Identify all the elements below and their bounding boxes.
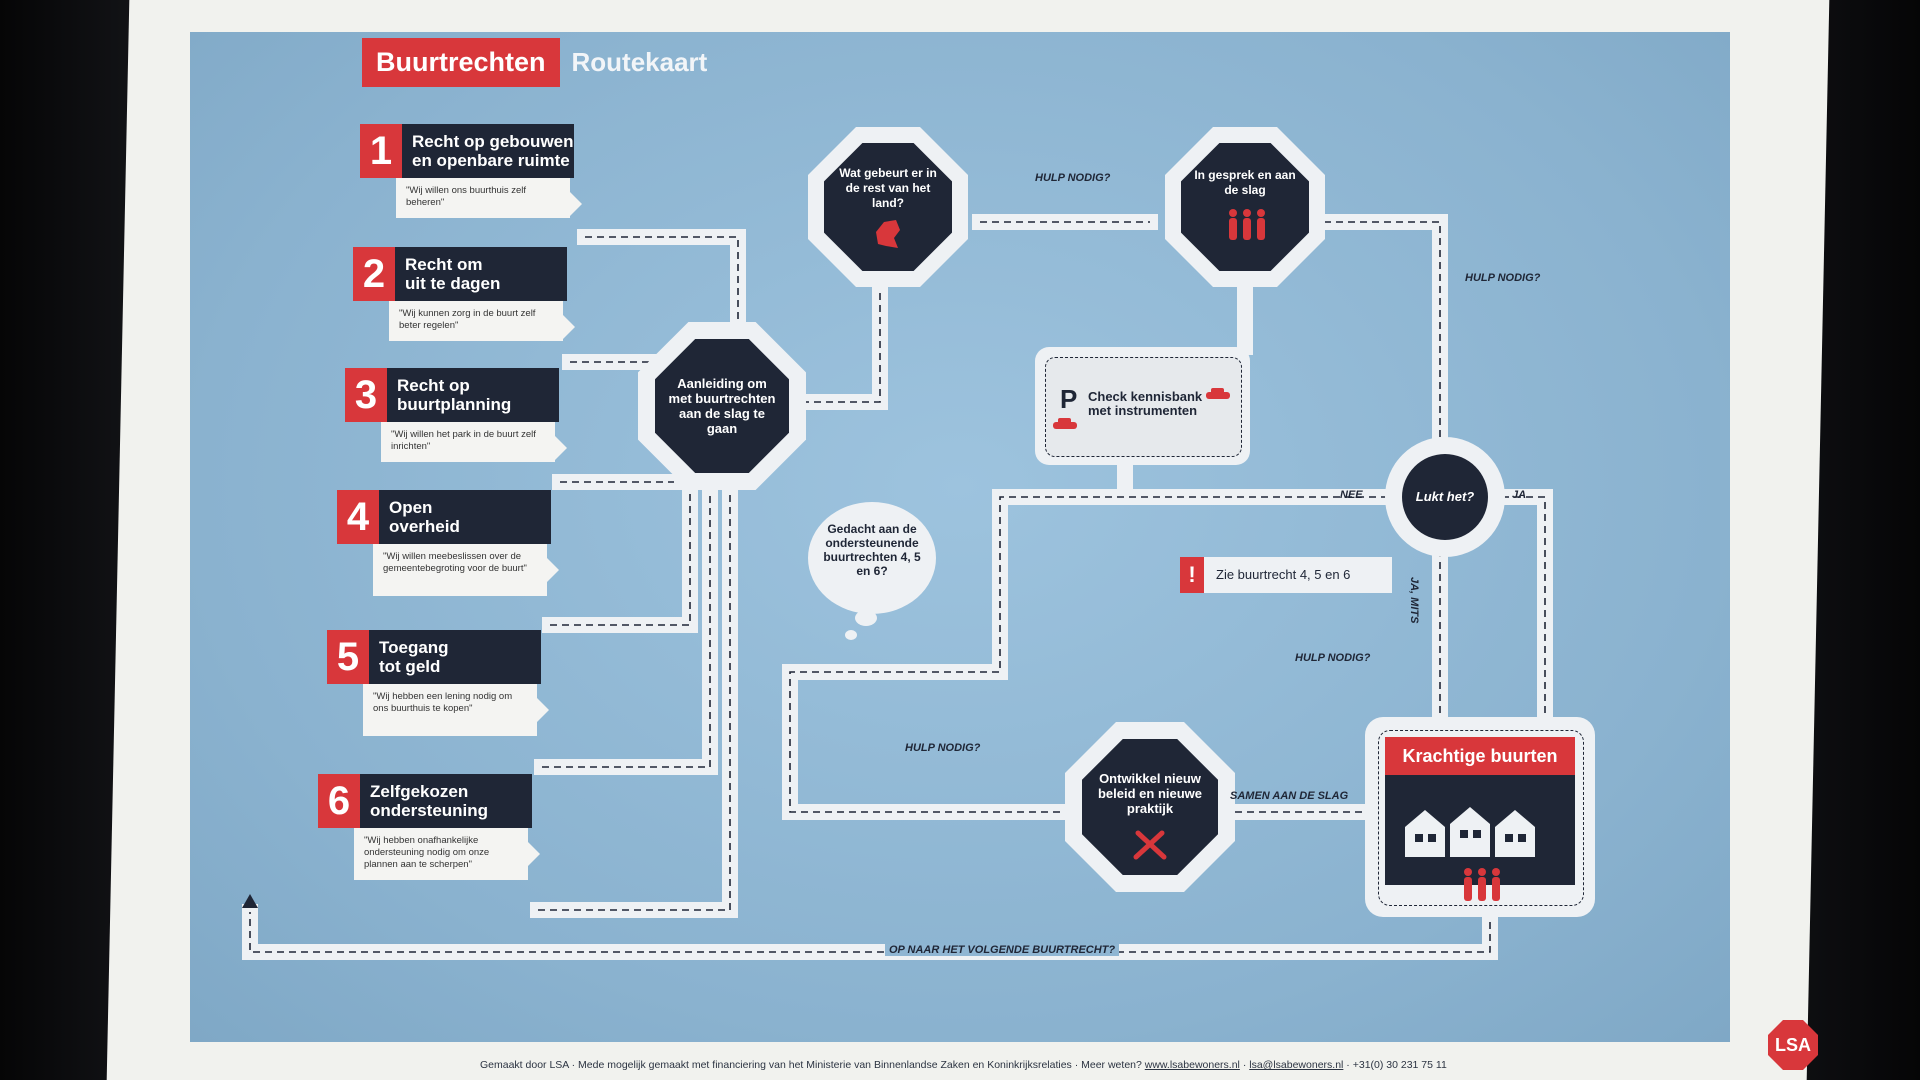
volgende-label: OP NAAR HET VOLGENDE BUURTRECHT? [885, 944, 1120, 956]
note-zie-label: Zie buurtrecht 4, 5 en 6 [1216, 567, 1351, 582]
ja-mits-label: JA, MITS [1408, 577, 1420, 624]
right-number: 1 [360, 124, 402, 178]
right-quote: "Wij willen ons buurthuis zelf beheren" [396, 178, 582, 218]
footer-text: Gemaakt door LSA · Mede mogelijk gemaakt… [480, 1059, 1447, 1071]
hulp-label: HULP NODIG? [1465, 272, 1541, 284]
node-krachtige-label: Krachtige buurten [1385, 737, 1575, 775]
map-title: Buurtrechten Routekaart [362, 37, 707, 87]
note-zie [1180, 557, 1392, 593]
netherlands-icon [876, 220, 900, 248]
parking-p: P [1060, 384, 1078, 414]
node-aanleiding-label: Aanleiding om met buurtrechten aan de sl… [668, 376, 776, 436]
footer-link-email[interactable]: lsa@lsabewoners.nl [1249, 1059, 1344, 1071]
lsa-logo: LSA [1768, 1020, 1818, 1070]
hulp-label: HULP NODIG? [1295, 652, 1371, 664]
node-rest-land-label: Wat gebeurt er in de rest van het land? [839, 165, 937, 210]
road-network [242, 214, 1553, 960]
right-quote: "Wij willen het park in de buurt zelf in… [381, 422, 567, 462]
right-quote: "Wij kunnen zorg in de buurt zelf beter … [389, 301, 575, 341]
thought-cloud-label: Gedacht aan de ondersteunende buurtrecht… [823, 522, 921, 578]
right-quote: "Wij hebben onafhankelijke ondersteuning… [354, 828, 540, 880]
thought-cloud [808, 502, 936, 614]
warning-icon: ! [1180, 557, 1204, 593]
car-icon [1053, 418, 1077, 429]
hulp-label: HULP NODIG? [1035, 172, 1111, 184]
right-quote: "Wij hebben een lening nodig om ons buur… [363, 684, 549, 736]
hulp-label: HULP NODIG? [905, 742, 981, 754]
tools-icon [1133, 830, 1167, 860]
people-icon [1464, 868, 1500, 901]
node-ontwikkel-label: Ontwikkel nieuw beleid en nieuwe praktij… [1097, 770, 1203, 816]
nee-label: NEE [1340, 489, 1363, 501]
node-lukt-label: Lukt het? [1402, 454, 1488, 540]
ja-label: JA [1512, 489, 1527, 501]
right-number: 6 [318, 774, 360, 828]
route-map: Buurtrechten Routekaart 1 Recht op gebou… [190, 32, 1818, 1071]
title-sub: Routekaart [571, 46, 708, 77]
right-number: 3 [345, 368, 387, 422]
node-kennisbank-label: Check kennisbank met instrumenten [1088, 389, 1203, 418]
node-gesprek-label: In gesprek en aan de slag [1194, 168, 1296, 197]
right-number: 4 [337, 490, 379, 544]
right-number: 2 [353, 247, 395, 301]
samen-label: SAMEN AAN DE SLAG [1230, 790, 1349, 802]
right-number: 5 [327, 630, 369, 684]
houses-icon [1405, 807, 1535, 857]
people-icon [1229, 209, 1265, 240]
right-quote: "Wij willen meebeslissen over de gemeent… [373, 544, 559, 596]
footer-link-url[interactable]: www.lsabewoners.nl [1144, 1059, 1240, 1071]
car-icon [1206, 388, 1230, 399]
title-main: Buurtrechten [362, 37, 560, 87]
